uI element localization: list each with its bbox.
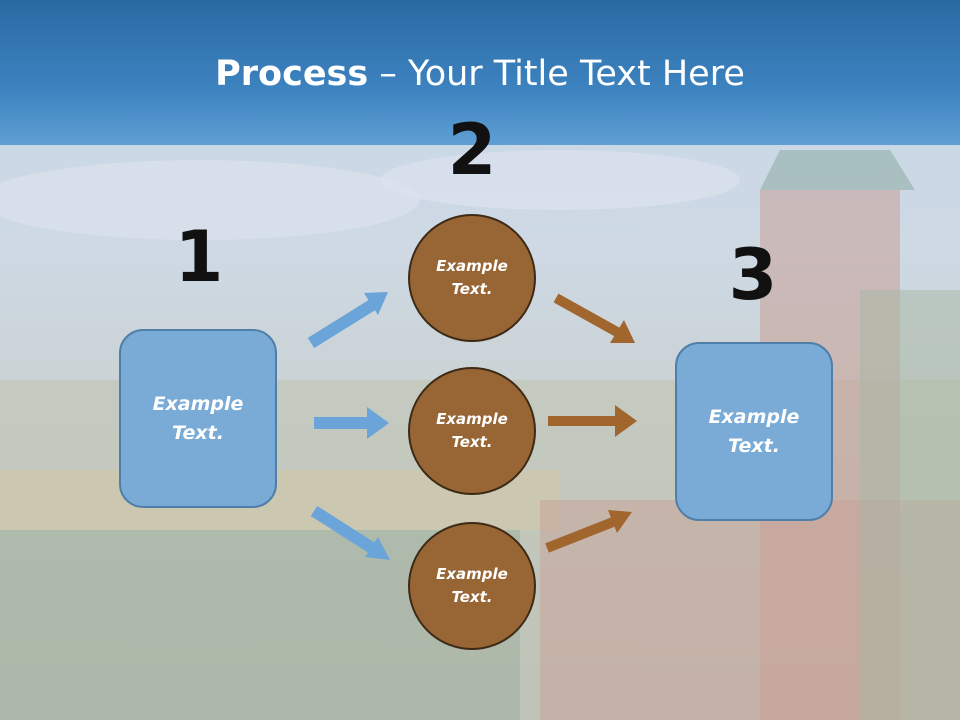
header-banner	[0, 0, 960, 145]
arrow-brown-down	[553, 293, 635, 343]
step-number-3: 3	[728, 234, 778, 316]
circle-middle-line1: Example	[436, 410, 508, 428]
step-number-1: 1	[174, 216, 224, 298]
left-box-label-line2: Text.	[172, 421, 224, 444]
left-box-label-line1: Example	[152, 392, 244, 415]
title-rest: – Your Title Text Here	[368, 54, 745, 94]
slide-title: Process – Your Title Text Here	[0, 52, 960, 96]
circle-bottom-line2: Text.	[451, 588, 493, 606]
arrow-blue-down	[310, 505, 390, 560]
arrow-blue-right	[314, 407, 389, 439]
step-number-2: 2	[447, 109, 497, 191]
arrow-blue-up	[307, 292, 388, 349]
arrow-brown-up	[545, 510, 632, 553]
arrow-brown-right	[548, 405, 637, 437]
circle-top-line2: Text.	[451, 280, 493, 298]
right-box-label-line2: Text.	[728, 434, 780, 457]
circle-top-line1: Example	[436, 257, 508, 275]
title-bold: Process	[215, 54, 369, 94]
right-box-label-line1: Example	[708, 405, 800, 428]
circle-bottom-line1: Example	[436, 565, 508, 583]
circle-middle-line2: Text.	[451, 433, 493, 451]
